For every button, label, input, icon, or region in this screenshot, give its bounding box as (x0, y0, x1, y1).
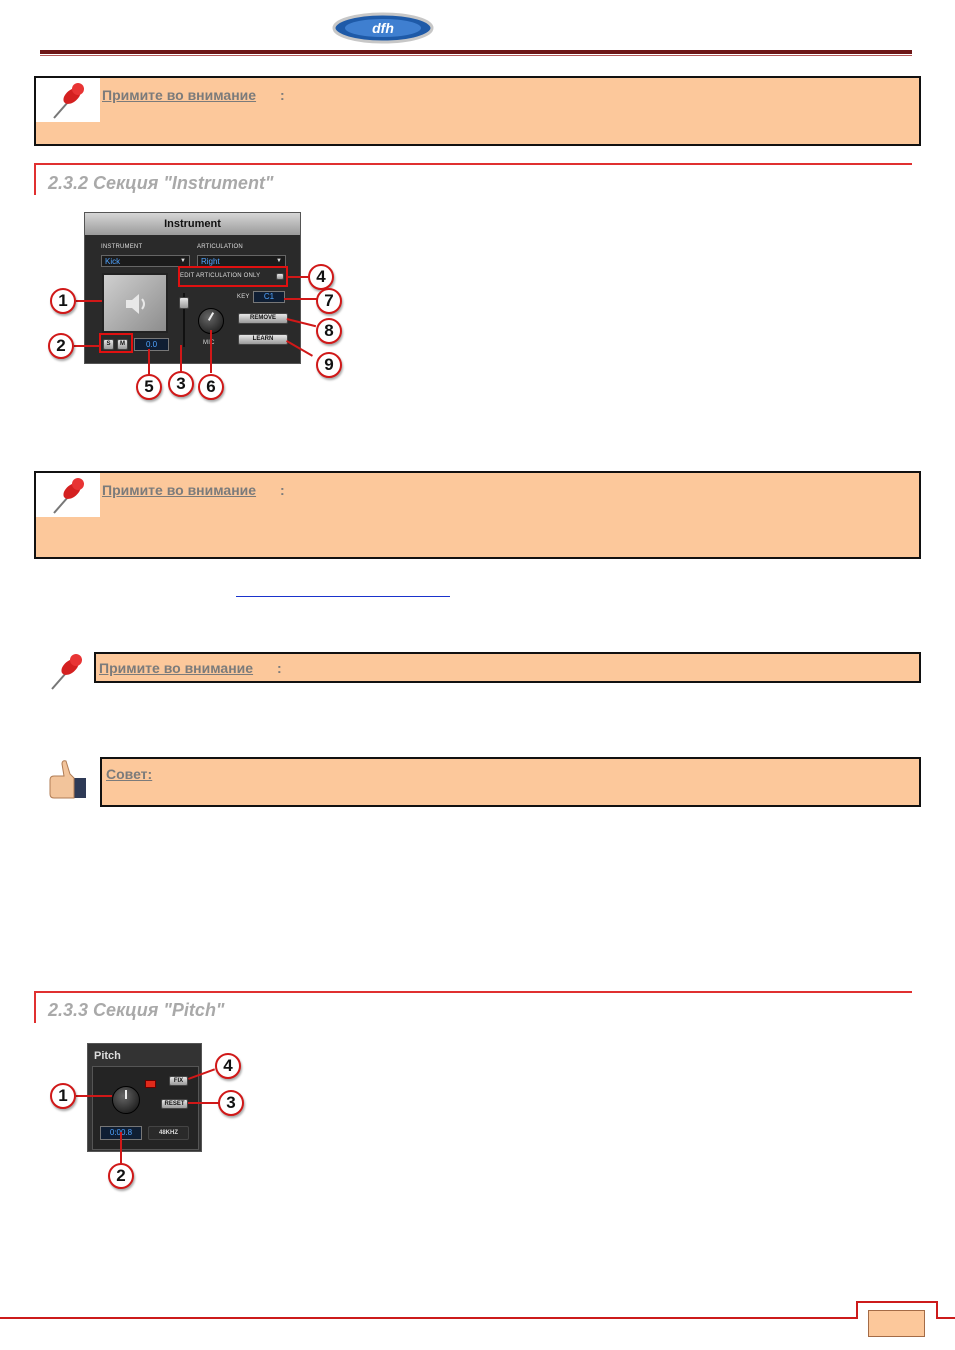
leader-line (180, 345, 182, 373)
note-title: Примите во внимание (99, 660, 254, 676)
leader-line (74, 345, 101, 347)
callout-4: 4 (215, 1053, 241, 1079)
footer-rule-top (856, 1301, 938, 1303)
mic-knob[interactable] (198, 308, 224, 334)
callout-1: 1 (50, 288, 76, 314)
section-rule-left (34, 163, 36, 195)
pushpin-icon (42, 652, 94, 692)
instrument-value: Kick (105, 257, 121, 266)
footer-rule (0, 1317, 856, 1319)
tip-title: Совет: (106, 766, 153, 782)
section-rule-left (34, 991, 36, 1023)
mute-button[interactable]: M (117, 339, 128, 350)
fix-button[interactable]: FIX (169, 1076, 188, 1086)
leader-line (120, 1132, 122, 1164)
section-heading-pitch: 2.3.3 Секция "Pitch" (48, 1000, 225, 1020)
page-number-tab (868, 1310, 925, 1337)
callout-1: 1 (50, 1083, 76, 1109)
logo: dfh (332, 9, 434, 46)
footer-rule-step (936, 1301, 938, 1319)
mic-label: MIC (203, 340, 215, 346)
instrument-pad[interactable] (102, 273, 168, 333)
reset-button[interactable]: RESET (161, 1099, 188, 1109)
note-colon: : (280, 482, 285, 498)
note-box: Примите во внимание : (34, 471, 921, 559)
pitch-knob[interactable] (112, 1086, 140, 1114)
solo-button[interactable]: S (103, 339, 114, 350)
note-title: Примите во внимание (102, 482, 257, 498)
callout-4: 4 (308, 264, 334, 290)
volume-slider-handle[interactable] (179, 297, 189, 309)
leader-line (76, 300, 102, 302)
articulation-label: ARTICULATION (197, 244, 243, 250)
leader-line (188, 1102, 220, 1104)
pushpin-icon (36, 473, 100, 517)
edit-articulation-only-label: EDIT ARTICULATION ONLY (180, 273, 261, 279)
callout-2: 2 (48, 333, 74, 359)
sample-rate-display: 48KHZ (148, 1126, 189, 1140)
highlight-solo-mute (99, 333, 133, 353)
callout-3: 3 (218, 1090, 244, 1116)
chevron-down-icon: ▼ (276, 258, 282, 264)
note-title: Примите во внимание (102, 87, 257, 103)
key-label: KEY (237, 294, 250, 300)
tip-box: Совет: (100, 757, 921, 807)
callout-9: 9 (316, 352, 342, 378)
key-display[interactable]: C1 (253, 291, 285, 303)
leader-line (284, 298, 317, 300)
highlight-edit-articulation (178, 266, 288, 287)
note-colon: : (280, 87, 285, 103)
logo-text: dfh (372, 20, 394, 36)
note-box: Примите во внимание : (94, 652, 921, 683)
leader-line (288, 276, 308, 278)
instrument-dropdown[interactable]: Kick ▼ (101, 255, 190, 267)
pitch-panel: Pitch FIX RESET 0:00.8 48KHZ (87, 1043, 202, 1152)
volume-display: 0.0 (134, 338, 169, 351)
learn-button[interactable]: LEARN (238, 334, 288, 345)
speaker-icon (124, 291, 150, 322)
section-rule (34, 991, 912, 993)
leader-line (148, 349, 150, 375)
fix-indicator-led (145, 1080, 156, 1088)
knob-pointer (125, 1090, 127, 1099)
note-colon: : (277, 660, 282, 676)
articulation-value: Right (201, 257, 220, 266)
volume-slider-track (183, 293, 185, 347)
section-heading-instrument: 2.3.2 Секция "Instrument" (48, 173, 274, 193)
section-rule (34, 163, 912, 165)
callout-2: 2 (108, 1163, 134, 1189)
panel-title: Instrument (85, 213, 300, 235)
leader-line (210, 330, 212, 373)
callout-6: 6 (198, 374, 224, 400)
note-box: Примите во внимание : (34, 76, 921, 146)
callout-8: 8 (316, 318, 342, 344)
edit-articulation-toggle[interactable] (276, 273, 284, 280)
instrument-panel: Instrument INSTRUMENT ARTICULATION Kick … (84, 212, 301, 364)
pitch-title: Pitch (94, 1050, 121, 1062)
callout-3: 3 (168, 371, 194, 397)
hyperlink[interactable] (236, 596, 450, 597)
footer-rule-step (856, 1301, 858, 1319)
header-rule-thin (40, 55, 912, 56)
leader-line (76, 1095, 112, 1097)
instrument-label: INSTRUMENT (101, 244, 143, 250)
callout-5: 5 (136, 374, 162, 400)
header-rule (40, 50, 912, 54)
callout-7: 7 (316, 288, 342, 314)
knob-pointer (207, 312, 215, 321)
remove-button[interactable]: REMOVE (238, 313, 288, 324)
thumbs-up-icon (44, 756, 90, 802)
chevron-down-icon: ▼ (180, 258, 186, 264)
pushpin-icon (36, 78, 100, 122)
footer-rule (936, 1317, 955, 1319)
